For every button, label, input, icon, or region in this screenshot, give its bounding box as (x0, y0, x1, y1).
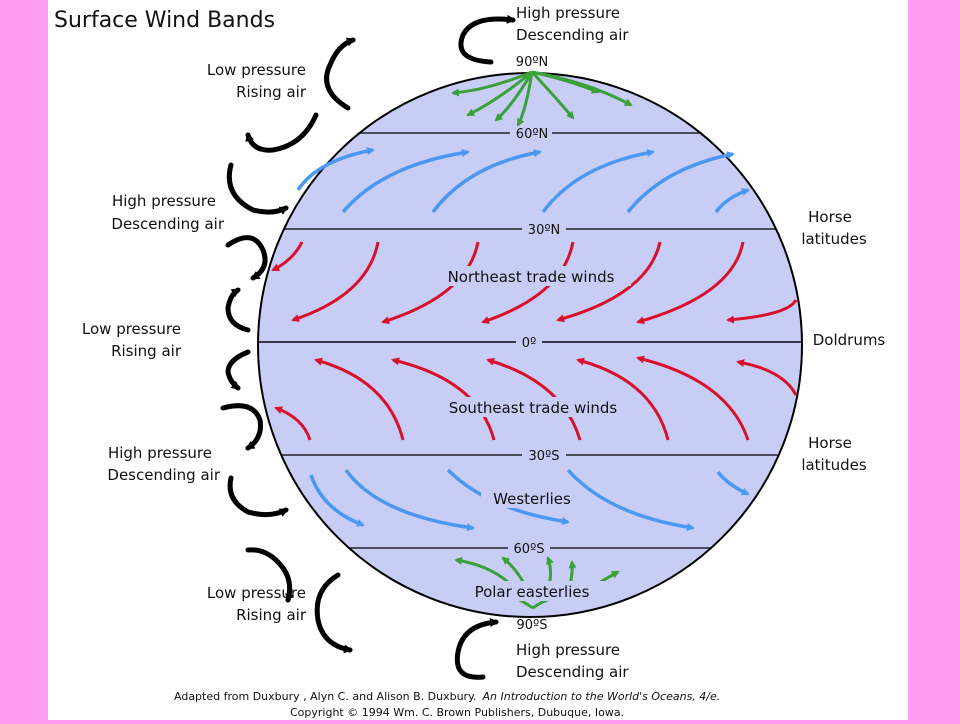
cell-arrow (225, 287, 251, 333)
horse-latitudes-south-label-2: latitudes (801, 456, 867, 474)
rising-air-label-3: Rising air (236, 606, 307, 624)
label-bg (458, 581, 606, 601)
credit-book-title: An Introduction to the World's Oceans, 4… (482, 690, 721, 703)
lat-label-bg (508, 541, 550, 555)
wind-arrow (431, 149, 542, 214)
lat-label-bg (510, 126, 552, 140)
westerlies-north-arrows (296, 147, 750, 214)
lat-label-bg (522, 222, 566, 236)
credit-line-1: Adapted from Duxbury , Alyn C. and Aliso… (174, 690, 720, 703)
wind-arrow (494, 71, 534, 122)
wind-arrow (296, 147, 375, 191)
wind-arrow (381, 241, 480, 324)
lat-label-equator: 0º (522, 336, 536, 351)
ne-trade-label: Northeast trade winds (448, 268, 615, 286)
westerlies-south-arrows (309, 468, 750, 532)
diagram-title: Surface Wind Bands (54, 8, 275, 33)
se-trade-label: Southeast trade winds (449, 399, 618, 417)
low-pressure-label-2: Low pressure (82, 320, 181, 338)
cell-arrow (245, 112, 319, 153)
cell-arrow (227, 475, 289, 518)
cell-arrow (458, 14, 516, 65)
ne-trade-arrows (271, 241, 798, 325)
horse-latitudes-north-label-2: latitudes (801, 230, 867, 248)
wind-arrow (566, 468, 695, 532)
wind-arrow (576, 357, 670, 441)
lat-label-30n: 30ºN (528, 223, 560, 238)
rising-air-label-1: Rising air (236, 83, 307, 101)
label-bg (481, 488, 579, 508)
wind-arrow (341, 148, 470, 214)
cell-arrow (226, 162, 289, 215)
lat-label-90s: 90ºS (517, 618, 548, 633)
top-descending-air-label: Descending air (516, 26, 629, 44)
cell-arrow (220, 403, 263, 451)
wind-bands-diagram: Surface Wind Bands 90ºN 60ºN 30ºN 0º 30º… (54, 4, 886, 719)
westerlies-label: Westerlies (493, 490, 571, 508)
wind-arrow (736, 359, 798, 396)
wind-arrow (314, 357, 405, 441)
wind-arrow (636, 355, 750, 441)
lat-label-bg (516, 335, 542, 349)
circulation-cell-arrows (220, 14, 516, 680)
wind-arrow (481, 241, 575, 324)
wind-arrow (726, 299, 798, 324)
wind-arrow (344, 468, 475, 532)
bottom-high-pressure-label: High pressure (516, 641, 620, 659)
wind-arrow (291, 241, 380, 322)
wind-arrow (530, 70, 575, 120)
label-bg (431, 397, 635, 417)
se-trade-arrows (274, 355, 798, 441)
wind-arrow (391, 357, 496, 441)
high-pressure-label-3: High pressure (108, 444, 212, 462)
descending-air-label-3: Descending air (107, 466, 220, 484)
wind-arrow (716, 470, 750, 496)
lat-label-90n: 90ºN (516, 55, 548, 70)
rising-air-label-2: Rising air (111, 342, 182, 360)
wind-arrow (626, 151, 735, 214)
lat-label-bg (512, 54, 552, 69)
horse-latitudes-north-label-1: Horse (808, 208, 852, 226)
wind-arrow (451, 70, 533, 97)
wind-arrow (466, 70, 533, 117)
wind-arrow (636, 241, 745, 325)
label-bg (431, 266, 631, 286)
wind-arrow (516, 71, 534, 127)
top-high-pressure-label: High pressure (516, 4, 620, 22)
low-pressure-label-1: Low pressure (207, 61, 306, 79)
bottom-descending-air-label: Descending air (516, 663, 629, 681)
credit-authors: Adapted from Duxbury , Alyn C. and Aliso… (174, 690, 477, 703)
lat-label-60s: 60ºS (514, 542, 545, 557)
wind-arrow (454, 556, 509, 584)
wind-arrow (274, 406, 312, 441)
diagram-panel: Surface Wind Bands 90ºN 60ºN 30ºN 0º 30º… (48, 0, 908, 720)
lat-label-60n: 60ºN (516, 127, 548, 142)
cell-arrow (245, 547, 294, 603)
wind-arrow (714, 188, 750, 214)
doldrums-label: Doldrums (813, 331, 886, 349)
cell-arrow (314, 572, 353, 654)
polar-north-arrows (451, 70, 633, 127)
cell-arrow (454, 618, 499, 680)
wind-arrow (271, 241, 304, 272)
wind-arrow (531, 70, 633, 107)
cell-arrow (324, 37, 356, 111)
wind-arrow (309, 474, 365, 527)
low-pressure-label-3: Low pressure (207, 584, 306, 602)
polar-easterlies-label: Polar easterlies (475, 583, 590, 601)
wind-arrow (556, 241, 662, 323)
descending-air-label-2: Descending air (111, 215, 224, 233)
cell-arrow (225, 235, 268, 281)
lat-label-bg (522, 448, 566, 462)
lat-label-30s: 30ºS (529, 449, 560, 464)
credit-line-2: Copyright © 1994 Wm. C. Brown Publishers… (290, 706, 624, 719)
cell-arrow (225, 349, 251, 391)
wind-arrow (486, 357, 582, 441)
high-pressure-label-2: High pressure (112, 192, 216, 210)
wind-arrow (541, 149, 655, 214)
horse-latitudes-south-label-1: Horse (808, 434, 852, 452)
